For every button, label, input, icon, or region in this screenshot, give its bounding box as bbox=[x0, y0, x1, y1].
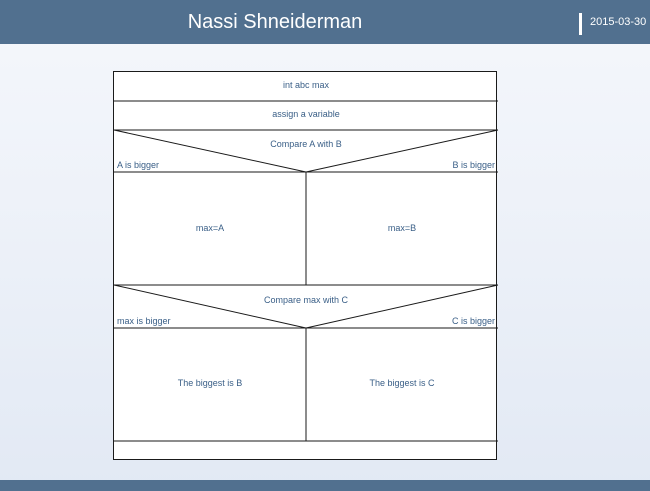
decision-diagonal bbox=[305, 129, 499, 173]
footer-bar bbox=[0, 480, 650, 491]
true-branch-label: max is bigger bbox=[117, 316, 171, 326]
decision-diagonal bbox=[113, 284, 307, 329]
statement-assign: assign a variable bbox=[272, 109, 340, 119]
branch-action-left: The biggest is B bbox=[177, 378, 243, 388]
decision-diagonal bbox=[113, 129, 307, 173]
decision-diagonal bbox=[305, 284, 499, 329]
diagram-lines bbox=[113, 100, 499, 442]
date-label: 2015-03-30 bbox=[590, 16, 647, 28]
false-branch-label: C is bigger bbox=[451, 316, 495, 326]
decision-condition: Compare A with B bbox=[270, 139, 342, 149]
page-title: Nassi Shneiderman bbox=[187, 11, 363, 33]
nassi-shneiderman-diagram: int abc max assign a variable Compare A … bbox=[113, 71, 499, 460]
branch-action-right: max=B bbox=[387, 223, 417, 233]
false-branch-label: B is bigger bbox=[452, 160, 495, 170]
statement-declare: int abc max bbox=[282, 80, 330, 90]
branch-action-right: The biggest is C bbox=[369, 378, 435, 388]
true-branch-label: A is bigger bbox=[117, 160, 160, 170]
header-bar: Nassi Shneiderman 2015-03-30 bbox=[0, 0, 650, 44]
branch-action-left: max=A bbox=[195, 223, 225, 233]
decision-condition: Compare max with C bbox=[263, 295, 349, 305]
date-divider bbox=[579, 13, 582, 35]
